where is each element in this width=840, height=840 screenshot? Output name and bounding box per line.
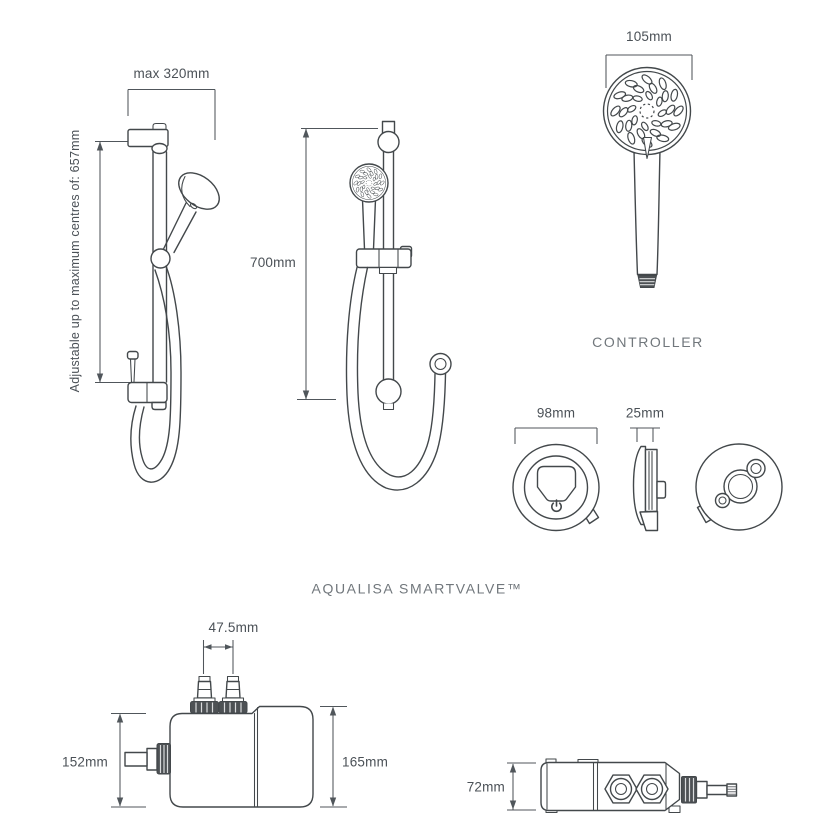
- valve-body-side: [169, 705, 314, 808]
- dimension-72: 72mm: [467, 762, 536, 811]
- spray-selector-pointer: [642, 136, 653, 160]
- controller-label: CONTROLLER: [592, 334, 704, 350]
- dim-25-label: 25mm: [626, 406, 664, 421]
- dimension-47-5: 47.5mm: [202, 620, 259, 674]
- dimension-max-320: max 320mm: [127, 66, 216, 140]
- dimension-165: 165mm: [320, 705, 388, 808]
- rail-front-view: 700mm: [250, 120, 452, 491]
- dimension-98: 98mm: [514, 406, 598, 444]
- valve-side-inlet: [124, 743, 171, 775]
- power-icon: [551, 499, 562, 513]
- dim-max-320-label: max 320mm: [133, 66, 209, 81]
- hose-connector-ring: [429, 352, 452, 376]
- handset-controller-view: 105mm CONTROLLER: [592, 29, 704, 350]
- valve-body-top: [540, 758, 738, 814]
- valve-nut-2: [635, 774, 669, 804]
- valve-side-view: 47.5mm: [62, 620, 388, 808]
- hose-front: [345, 266, 452, 491]
- dimension-657-adjustable: Adjustable up to maximum centres of: 657…: [68, 130, 130, 393]
- handset-head-drawing: [602, 66, 692, 288]
- handset-front: [349, 163, 389, 250]
- dim-98-label: 98mm: [537, 406, 575, 421]
- hose-side: [130, 265, 182, 483]
- controller-front-view: [512, 443, 600, 532]
- smartvalve-label: AQUALISA SMARTVALVE™: [312, 581, 523, 597]
- rail-side-drawing: [126, 122, 220, 483]
- dim-105-label: 105mm: [626, 29, 672, 44]
- controller-display: [536, 465, 577, 502]
- controller-clip: [656, 480, 667, 499]
- valve-top-view: 72mm: [467, 758, 738, 814]
- controller-views: 98mm 25mm: [512, 406, 783, 532]
- dim-657-label: Adjustable up to maximum centres of: 657…: [68, 130, 82, 393]
- dimension-25: 25mm: [626, 406, 664, 442]
- valve-right-connector: [681, 776, 738, 804]
- rail-side-view: max 320mm Adjustable up to maximum centr…: [68, 66, 220, 483]
- dim-165-label: 165mm: [342, 755, 388, 770]
- controller-back-view: [695, 443, 783, 531]
- valve-top-inlet-1: [190, 675, 219, 714]
- dim-700-label: 700mm: [250, 255, 296, 270]
- valve-nut-1: [604, 774, 638, 804]
- dimension-105: 105mm: [605, 29, 693, 88]
- dimension-152: 152mm: [62, 712, 146, 808]
- rail-front-drawing: [345, 120, 452, 491]
- valve-top-inlet-2: [218, 675, 248, 714]
- controller-side-view: [632, 445, 667, 532]
- slider-bracket-front: [355, 245, 413, 275]
- slider-bracket-side: [126, 350, 168, 411]
- handset-side: [150, 172, 220, 269]
- dim-72-label: 72mm: [467, 780, 505, 795]
- dim-47-5-label: 47.5mm: [209, 620, 259, 635]
- dimension-700: 700mm: [250, 127, 378, 401]
- dim-152-label: 152mm: [62, 755, 108, 770]
